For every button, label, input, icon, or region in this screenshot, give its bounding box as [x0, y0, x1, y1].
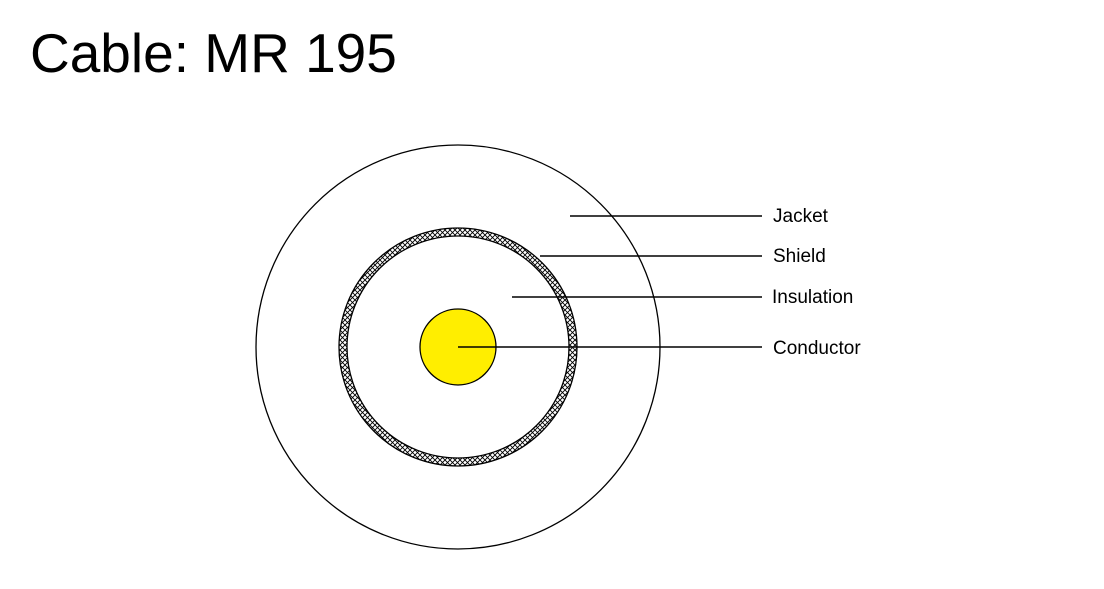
conductor-label: Conductor: [773, 338, 861, 359]
jacket-label: Jacket: [773, 206, 829, 227]
insulation-label: Insulation: [772, 287, 853, 308]
shield-label: Shield: [773, 246, 826, 267]
page-title: Cable: MR 195: [30, 22, 397, 84]
